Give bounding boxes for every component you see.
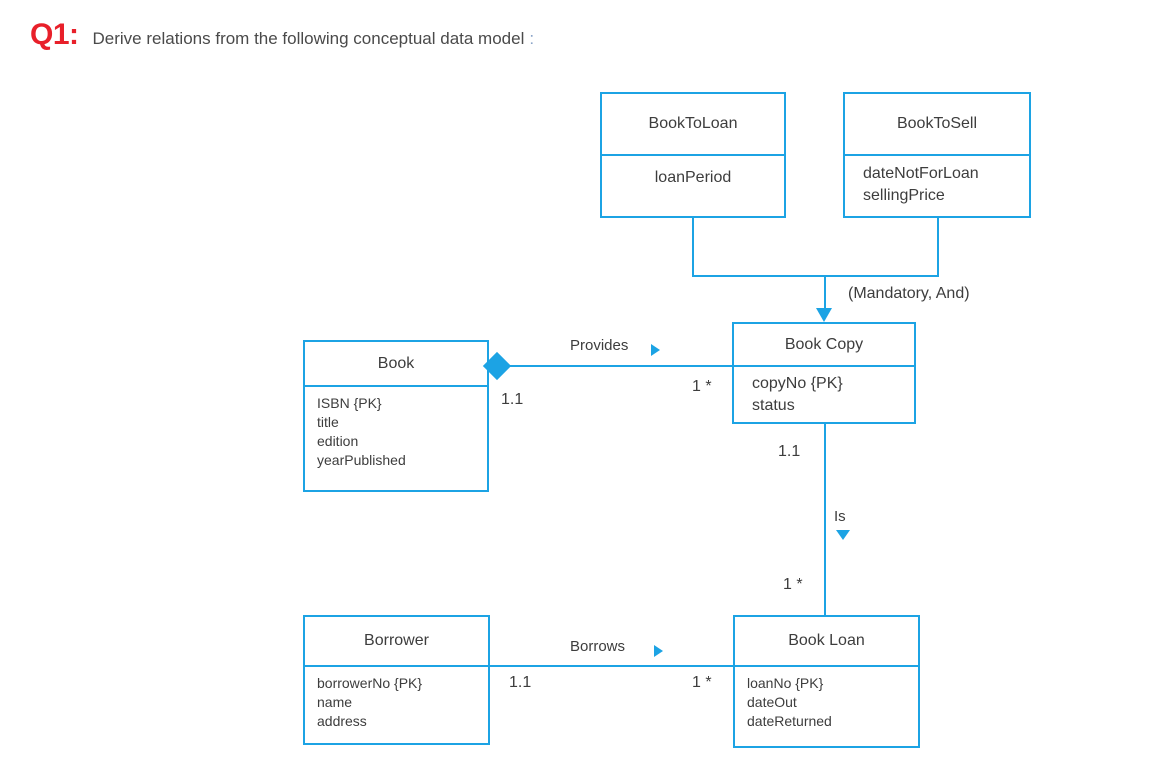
provides-association-label: Provides: [570, 337, 629, 354]
uml-class-borrower[interactable]: Borrower borrowerNo {PK} name address: [303, 615, 490, 745]
question-number-label: Q1:: [30, 18, 79, 51]
uml-attrs-book-loan: loanNo {PK} dateOut dateReturned: [735, 667, 918, 731]
borrows-target-multiplicity: 1 *: [692, 674, 712, 691]
question-header: Q1: Derive relations from the following …: [30, 18, 534, 52]
borrows-direction-triangle-icon: [654, 645, 663, 657]
generalization-arrowhead-icon: [816, 308, 832, 322]
is-source-multiplicity: 1.1: [778, 443, 801, 460]
generalization-crossbar: [692, 275, 939, 277]
generalization-constraint-label: (Mandatory, And): [848, 285, 970, 302]
uml-class-book-loan[interactable]: Book Loan loanNo {PK} dateOut dateReturn…: [733, 615, 920, 748]
uml-attr: ISBN {PK}: [317, 395, 382, 411]
uml-attrs-book-to-sell: dateNotForLoan sellingPrice: [845, 156, 1029, 207]
uml-class-name-book-to-sell: BookToSell: [845, 94, 1029, 156]
uml-attr: dateOut: [747, 694, 797, 710]
uml-attrs-book-to-loan: loanPeriod: [602, 156, 784, 189]
uml-attrs-book: ISBN {PK} title edition yearPublished: [305, 387, 487, 470]
uml-class-name-book-to-loan: BookToLoan: [602, 94, 784, 156]
uml-attr: edition: [317, 433, 359, 449]
uml-attr: name: [317, 694, 353, 710]
uml-class-book-to-sell[interactable]: BookToSell dateNotForLoan sellingPrice: [843, 92, 1031, 218]
uml-attr: dateNotForLoan: [863, 165, 979, 182]
borrows-source-multiplicity: 1.1: [509, 674, 532, 691]
uml-attrs-borrower: borrowerNo {PK} name address: [305, 667, 488, 731]
uml-attr: copyNo {PK}: [752, 375, 843, 392]
provides-target-multiplicity: 1 *: [692, 378, 712, 395]
provides-source-multiplicity: 1.1: [501, 391, 524, 408]
uml-class-book-to-loan[interactable]: BookToLoan loanPeriod: [600, 92, 786, 218]
uml-attr: status: [752, 397, 795, 414]
generalization-stem-bookToLoan: [692, 218, 694, 277]
question-prompt-text: Derive relations from the following conc…: [92, 29, 525, 48]
is-target-multiplicity: 1 *: [783, 576, 803, 593]
uml-class-name-book-loan: Book Loan: [735, 617, 918, 667]
generalization-stem-bookToSell: [937, 218, 939, 277]
uml-attr: yearPublished: [317, 452, 406, 468]
uml-class-book-copy[interactable]: Book Copy copyNo {PK} status: [732, 322, 916, 424]
uml-attrs-book-copy: copyNo {PK} status: [734, 367, 914, 417]
is-association-label: Is: [834, 508, 846, 525]
uml-class-name-book-copy: Book Copy: [734, 324, 914, 367]
borrows-association-label: Borrows: [570, 638, 626, 655]
uml-attr: loanNo {PK}: [747, 675, 824, 691]
generalization-trunk: [824, 275, 826, 310]
uml-attr: address: [317, 713, 367, 729]
uml-attr: sellingPrice: [863, 187, 945, 204]
borrows-association-line: [488, 665, 733, 667]
uml-attr: dateReturned: [747, 713, 832, 729]
is-direction-triangle-icon: [836, 530, 850, 540]
uml-attr: borrowerNo {PK}: [317, 675, 423, 691]
question-trailing-colon: :: [529, 29, 535, 48]
provides-association-line: [488, 365, 734, 367]
uml-attr: title: [317, 414, 339, 430]
is-association-line: [824, 424, 826, 616]
uml-attr: loanPeriod: [654, 169, 732, 186]
provides-direction-triangle-icon: [651, 344, 660, 356]
uml-class-book[interactable]: Book ISBN {PK} title edition yearPublish…: [303, 340, 489, 492]
uml-class-name-borrower: Borrower: [305, 617, 488, 667]
uml-class-name-book: Book: [305, 342, 487, 387]
